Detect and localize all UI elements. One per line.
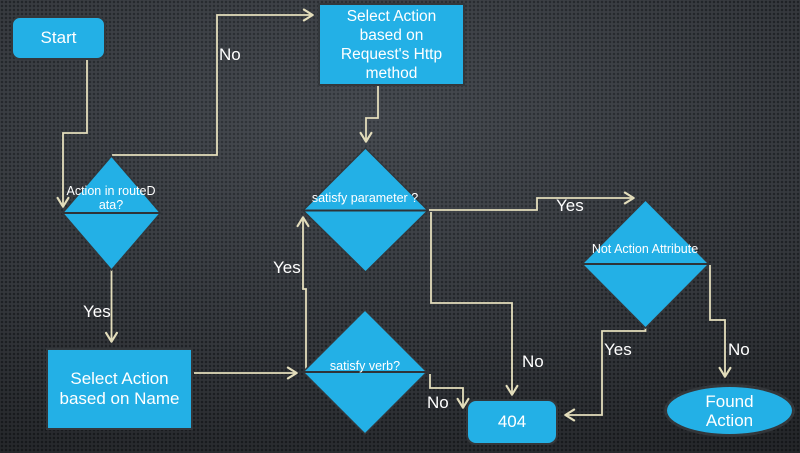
- edge-parameter-no-to-404: [430, 212, 519, 396]
- text-line: Request's Http: [340, 45, 443, 63]
- text-line: method: [365, 64, 418, 82]
- node-start: Start: [11, 16, 106, 60]
- node-404: 404: [466, 399, 558, 445]
- text-line: verb?: [368, 359, 401, 373]
- text-line: satisfy: [329, 359, 366, 373]
- node-select-action-http-method: Select Action based on Request's Http me…: [318, 3, 465, 86]
- text-line: Action: [705, 410, 754, 430]
- text-line: Action: [614, 242, 649, 256]
- edge-start-to-routedata: [56, 60, 88, 208]
- edge-http-to-parameter: [359, 86, 379, 143]
- edge-label-routedata-yes: Yes: [83, 302, 111, 321]
- text-line: Not: [591, 242, 612, 256]
- edge-label-routedata-no: No: [219, 45, 241, 64]
- text-line: ?: [411, 191, 419, 205]
- edge-label-verb-yes: Yes: [273, 258, 301, 277]
- node-select-action-by-name: Select Action based on Name: [46, 348, 193, 430]
- node-found-action: Found Action: [664, 384, 795, 437]
- edge-label-notaction-no: No: [728, 340, 750, 359]
- edge-notaction-yes-to-404: [564, 328, 647, 422]
- text-line: ata?: [98, 197, 124, 212]
- diamond-label-satisfy-parameter: satisfy parameter ?: [310, 191, 420, 205]
- edge-routedata-no-to-http: [112, 8, 314, 156]
- text-line: based on Name: [59, 389, 180, 408]
- edge-label-verb-no: No: [427, 393, 449, 412]
- text-line: Found: [705, 391, 754, 411]
- diamond-label-not-action: Not Action Attribute: [590, 243, 700, 256]
- diamond-label-route-data: Action in routeD ata?: [56, 184, 166, 212]
- text-line: based on: [359, 26, 424, 44]
- text-line: Action: [66, 184, 102, 198]
- text-line: in: [104, 184, 115, 198]
- edge-label-notaction-yes: Yes: [604, 340, 632, 359]
- edge-label-parameter-yes: Yes: [556, 196, 584, 215]
- text-line: Start: [40, 28, 77, 47]
- text-line: 404: [497, 412, 527, 431]
- text-line: Select Action: [70, 369, 169, 388]
- text-line: parameter: [350, 191, 408, 205]
- edge-notaction-no-to-found: [709, 265, 732, 378]
- edge-parameter-yes-to-notaction: [429, 191, 635, 211]
- edge-verb-yes-to-parameter: [296, 216, 310, 371]
- text-line: routeD: [117, 184, 156, 198]
- diamond-label-satisfy-verb: satisfy verb?: [310, 359, 420, 373]
- text-line: satisfy: [311, 191, 348, 205]
- text-line: Select Action: [346, 7, 437, 25]
- edge-label-parameter-no: No: [522, 352, 544, 371]
- text-line: Attribute: [651, 242, 699, 256]
- edge-verb-no-to-404: [429, 374, 470, 409]
